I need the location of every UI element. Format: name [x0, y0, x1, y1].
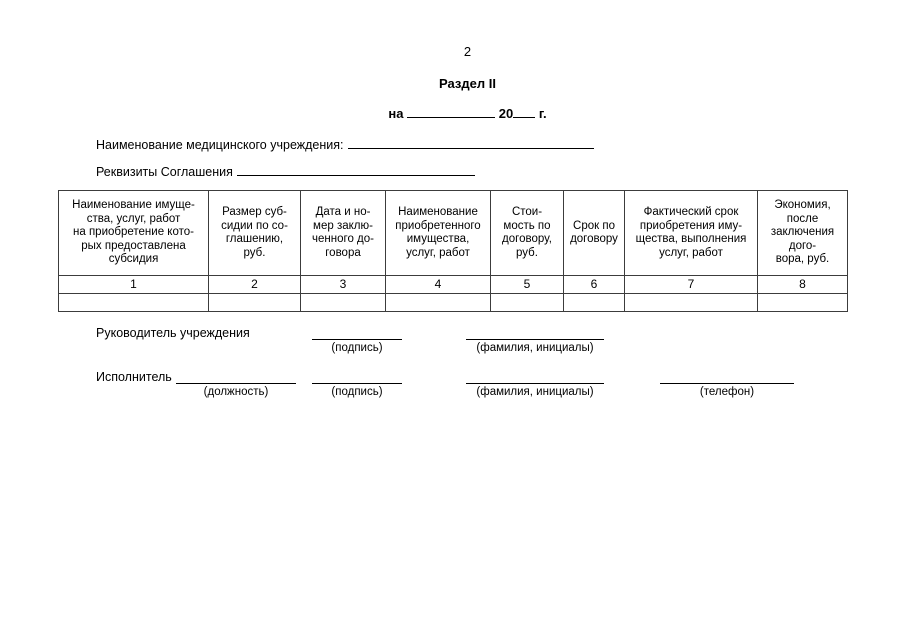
director-signature-caption: (подпись): [331, 342, 383, 354]
column-number: 2: [208, 275, 301, 294]
executor-name-caption: (фамилия, инициалы): [476, 386, 594, 398]
period-year-blank-rule[interactable]: [513, 105, 536, 118]
executor-signature-input[interactable]: [312, 369, 402, 384]
table-cell[interactable]: [757, 293, 848, 312]
executor-label: Исполнитель: [96, 370, 172, 384]
director-signature-slot: (подпись): [312, 325, 402, 355]
director-name-caption: (фамилия, инициалы): [476, 342, 594, 354]
column-number: 7: [624, 275, 758, 294]
executor-position-slot: (должность): [176, 369, 296, 399]
table-cell[interactable]: [208, 293, 301, 312]
executor-phone-caption: (телефон): [699, 386, 755, 398]
institution-name-field: Наименование медицинского учреждения:: [96, 136, 594, 153]
table-cell[interactable]: [563, 293, 625, 312]
table-cell[interactable]: [300, 293, 386, 312]
table-cell[interactable]: [385, 293, 491, 312]
page-title: Раздел II: [439, 76, 496, 91]
column-header-contract-date-number: Дата и но-мер заклю-ченного до-говора: [300, 190, 386, 276]
table-cell[interactable]: [490, 293, 564, 312]
executor-name-input[interactable]: [466, 369, 604, 384]
column-number: 6: [563, 275, 625, 294]
executor-name-slot: (фамилия, инициалы): [466, 369, 604, 399]
period-prefix: на: [388, 106, 404, 121]
agreement-details-input[interactable]: [236, 163, 475, 176]
executor-position-input[interactable]: [176, 369, 296, 384]
reporting-period-line: на 20 г.: [0, 105, 905, 122]
agreement-details-field: Реквизиты Соглашения: [96, 163, 475, 180]
institution-name-input[interactable]: [347, 136, 594, 149]
column-number: 3: [300, 275, 386, 294]
director-label: Руководитель учреждения: [96, 326, 250, 340]
table-cell[interactable]: [58, 293, 209, 312]
executor-signature-caption: (подпись): [331, 386, 383, 398]
director-name-slot: (фамилия, инициалы): [466, 325, 604, 355]
executor-phone-slot: (телефон): [660, 369, 794, 399]
column-number: 5: [490, 275, 564, 294]
column-number: 4: [385, 275, 491, 294]
table-numbering-row: 1 2 3 4 5 6 7 8: [58, 275, 848, 294]
column-header-subsidy-amount: Размер суб-сидии по со-глашению,руб.: [208, 190, 301, 276]
period-year: 20: [498, 106, 514, 121]
executor-phone-input[interactable]: [660, 369, 794, 384]
column-number: 1: [58, 275, 209, 294]
agreement-details-label: Реквизиты Соглашения: [96, 165, 233, 179]
director-signature-input[interactable]: [312, 325, 402, 340]
institution-name-label: Наименование медицинского учреждения:: [96, 138, 344, 152]
column-number: 8: [757, 275, 848, 294]
page-number: 2: [463, 44, 472, 59]
period-blank-rule[interactable]: [407, 105, 496, 118]
executor-signature-slot: (подпись): [312, 369, 402, 399]
table-row[interactable]: [58, 293, 848, 312]
table-cell[interactable]: [624, 293, 758, 312]
executor-position-caption: (должность): [203, 386, 269, 398]
director-name-input[interactable]: [466, 325, 604, 340]
period-suffix: г.: [538, 106, 547, 121]
